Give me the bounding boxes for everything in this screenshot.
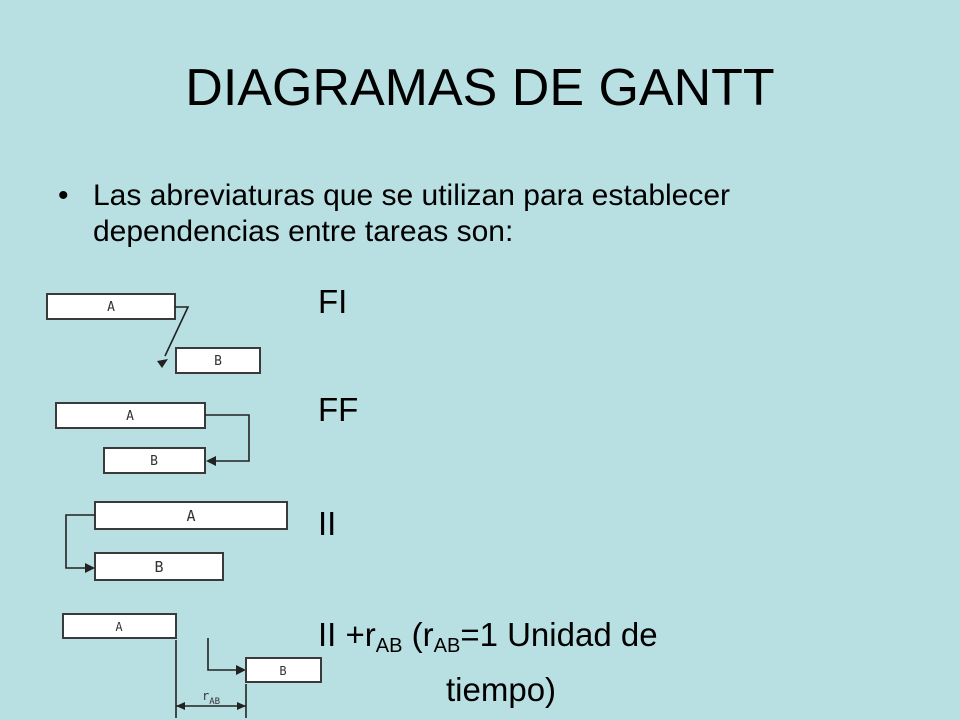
bullet-symbol: • xyxy=(58,179,69,212)
slide-title: DIAGRAMAS DE GANTT xyxy=(185,59,775,117)
intro-text: Las abreviaturas que se utilizan para es… xyxy=(93,179,731,248)
ff-task-a-label: A xyxy=(126,409,134,424)
iilag-lag-arrow-right xyxy=(237,702,246,710)
iilag-task-b-bar xyxy=(245,657,322,683)
ff-arrowhead xyxy=(206,456,216,466)
fi-task-a-label: A xyxy=(107,300,115,315)
dependency-code-fi: FI xyxy=(318,283,348,320)
ii-task-b-label: B xyxy=(154,558,163,576)
ff-connector xyxy=(205,414,250,462)
fi-task-b-label: B xyxy=(214,354,222,369)
ii-task-a-label: A xyxy=(186,507,195,525)
iilag-lag-arrow-left xyxy=(176,702,185,710)
iilag-task-b-label: B xyxy=(279,664,286,678)
iilag-connector xyxy=(207,638,238,671)
dependency-code-ff: FF xyxy=(318,391,359,428)
fi-task-b-bar xyxy=(175,347,261,374)
fi-connector xyxy=(164,306,190,357)
ff-diagram: A B xyxy=(55,402,250,474)
ii-arrowhead xyxy=(85,563,95,573)
ii-task-a-bar xyxy=(94,501,288,530)
dependency-code-ii-lag-continuation: tiempo) xyxy=(446,671,557,708)
ii-lag-diagram: A B rAB xyxy=(62,613,322,718)
dependency-code-ii: II xyxy=(318,505,337,542)
iilag-arrowhead xyxy=(236,665,246,675)
ii-connector xyxy=(65,514,95,569)
ff-task-b-label: B xyxy=(150,454,158,469)
iilag-task-a-bar xyxy=(62,613,177,639)
iilag-task-a-label: A xyxy=(115,620,123,634)
fi-arrowhead xyxy=(157,359,168,368)
iilag-lag-label: rAB xyxy=(202,689,220,707)
fi-diagram: A B xyxy=(46,293,261,374)
dependency-code-ii-lag: II +rAB (rAB=1 Unidad de xyxy=(318,616,658,657)
ii-diagram: A B xyxy=(65,501,288,581)
ii-task-b-bar xyxy=(94,552,224,581)
ff-task-b-bar xyxy=(103,447,206,474)
